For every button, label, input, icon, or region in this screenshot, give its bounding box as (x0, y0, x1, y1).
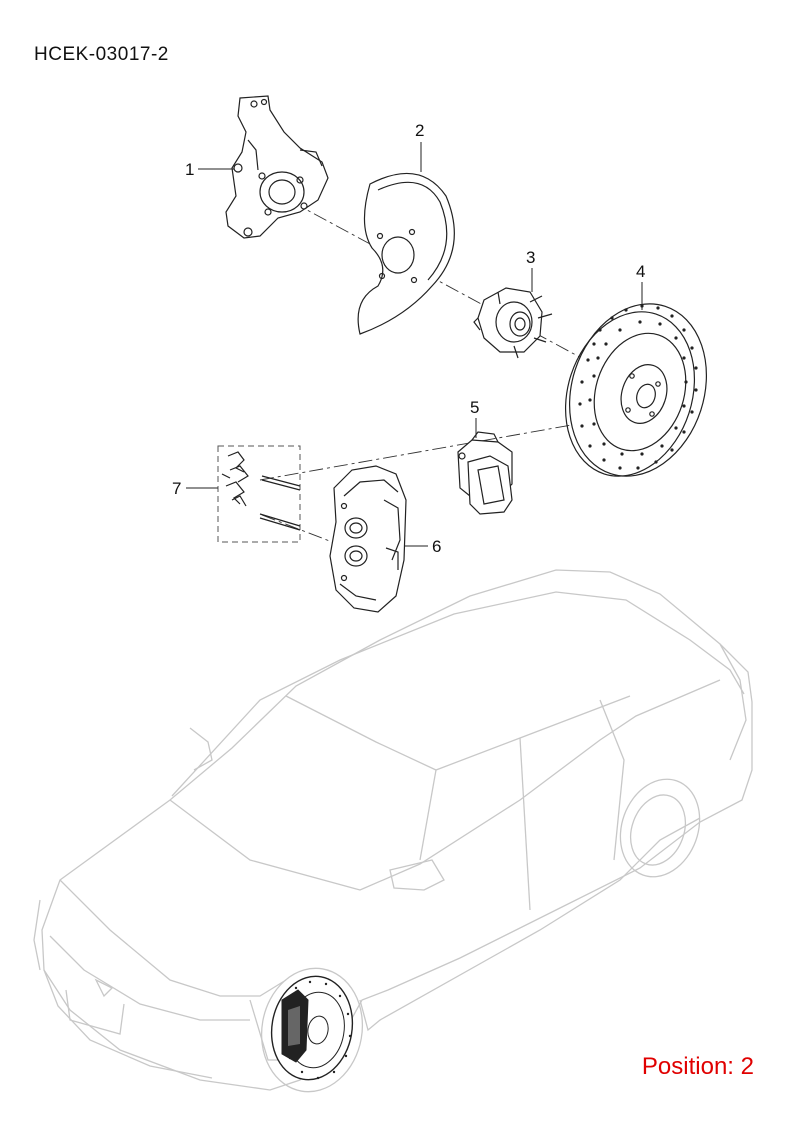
pad-hardware-kit-icon (217, 445, 301, 543)
svg-text:3: 3 (526, 248, 535, 267)
brake-disc-icon (564, 303, 708, 477)
svg-text:2: 2 (415, 121, 424, 140)
callout-3: 3 (526, 248, 535, 292)
diagram-code: HCEK-03017-2 (34, 44, 169, 65)
steering-knuckle-icon (225, 95, 329, 239)
dust-shield-icon (357, 172, 455, 335)
svg-text:7: 7 (172, 479, 181, 498)
brake-caliper-icon (329, 465, 407, 613)
callout-4: 4 (636, 262, 645, 310)
svg-text:4: 4 (636, 262, 645, 281)
svg-text:1: 1 (185, 160, 194, 179)
assembly-axis-lower (259, 419, 601, 481)
position-label: Position: 2 (641, 1053, 754, 1080)
vehicle-outline-icon (33, 569, 753, 1093)
assembly-axis-bolts (261, 514, 341, 546)
hub-bearing-icon (473, 287, 553, 359)
wheel-assembly-highlight-icon (270, 975, 354, 1081)
brake-pad-icon (457, 431, 513, 515)
svg-text:6: 6 (432, 537, 441, 556)
callout-2: 2 (415, 121, 424, 172)
disc-cross-drill-holes (578, 304, 698, 470)
callout-5: 5 (470, 398, 479, 438)
callout-7: 7 (172, 479, 218, 498)
callout-6: 6 (404, 537, 441, 556)
svg-text:5: 5 (470, 398, 479, 417)
callout-1: 1 (185, 160, 234, 179)
